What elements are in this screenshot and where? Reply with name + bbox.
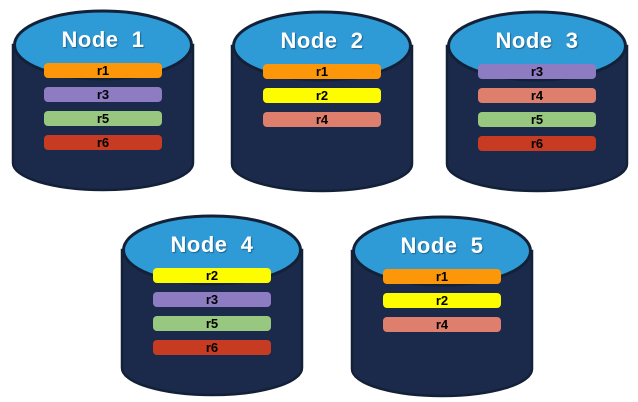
replica-label: r1	[435, 269, 449, 284]
replica-bar: r1	[44, 63, 162, 78]
replica-label: r5	[530, 112, 544, 127]
node-4-replica-list: r2 r3 r5 r6	[119, 268, 305, 364]
replica-label: r6	[205, 340, 219, 355]
replica-bar: r6	[478, 136, 596, 151]
replica-label: r3	[530, 64, 544, 79]
node-4-title: Node 4	[170, 232, 254, 257]
node-1-replica-list: r1 r3 r5 r6	[10, 63, 196, 159]
replica-label: r4	[530, 88, 544, 103]
replica-label: r2	[315, 88, 329, 103]
replica-bar: r2	[153, 268, 271, 283]
replica-label: r4	[435, 317, 449, 332]
replica-label: r3	[96, 87, 110, 102]
node-1-title: Node 1	[61, 27, 145, 52]
node-5-cylinder: Node 5 r1 r2 r4	[349, 213, 535, 399]
node-3-cylinder: Node 3 r3 r4 r5 r6	[444, 8, 630, 194]
replica-bar: r3	[153, 292, 271, 307]
node-3-title: Node 3	[495, 28, 579, 53]
replica-bar: r4	[263, 112, 381, 127]
node-2-cylinder: Node 2 r1 r2 r4	[229, 8, 415, 194]
replica-label: r5	[96, 111, 110, 126]
node-2-title: Node 2	[280, 28, 364, 53]
replica-bar: r1	[383, 269, 501, 284]
replica-bar: r5	[153, 316, 271, 331]
replica-bar: r4	[383, 317, 501, 332]
replica-label: r2	[435, 293, 449, 308]
node-1-cylinder: Node 1 r1 r3 r5 r6	[10, 7, 196, 193]
node-2-replica-list: r1 r2 r4	[229, 64, 415, 136]
node-5-title: Node 5	[400, 233, 484, 258]
replica-bar: r3	[478, 64, 596, 79]
replica-bar: r2	[263, 88, 381, 103]
replica-bar: r6	[153, 340, 271, 355]
replica-label: r3	[205, 292, 219, 307]
replica-label: r5	[205, 316, 219, 331]
node-4-cylinder: Node 4 r2 r3 r5 r6	[119, 212, 305, 398]
replica-label: r4	[315, 112, 329, 127]
replica-label: r1	[315, 64, 329, 79]
replica-bar: r6	[44, 135, 162, 150]
replica-label: r6	[530, 136, 544, 151]
replica-bar: r5	[44, 111, 162, 126]
replica-bar: r1	[263, 64, 381, 79]
replica-label: r6	[96, 135, 110, 150]
node-3-replica-list: r3 r4 r5 r6	[444, 64, 630, 160]
replica-bar: r5	[478, 112, 596, 127]
replica-bar: r2	[383, 293, 501, 308]
replica-bar: r4	[478, 88, 596, 103]
replica-label: r2	[205, 268, 219, 283]
replica-label: r1	[96, 63, 110, 78]
replica-bar: r3	[44, 87, 162, 102]
node-5-replica-list: r1 r2 r4	[349, 269, 535, 341]
